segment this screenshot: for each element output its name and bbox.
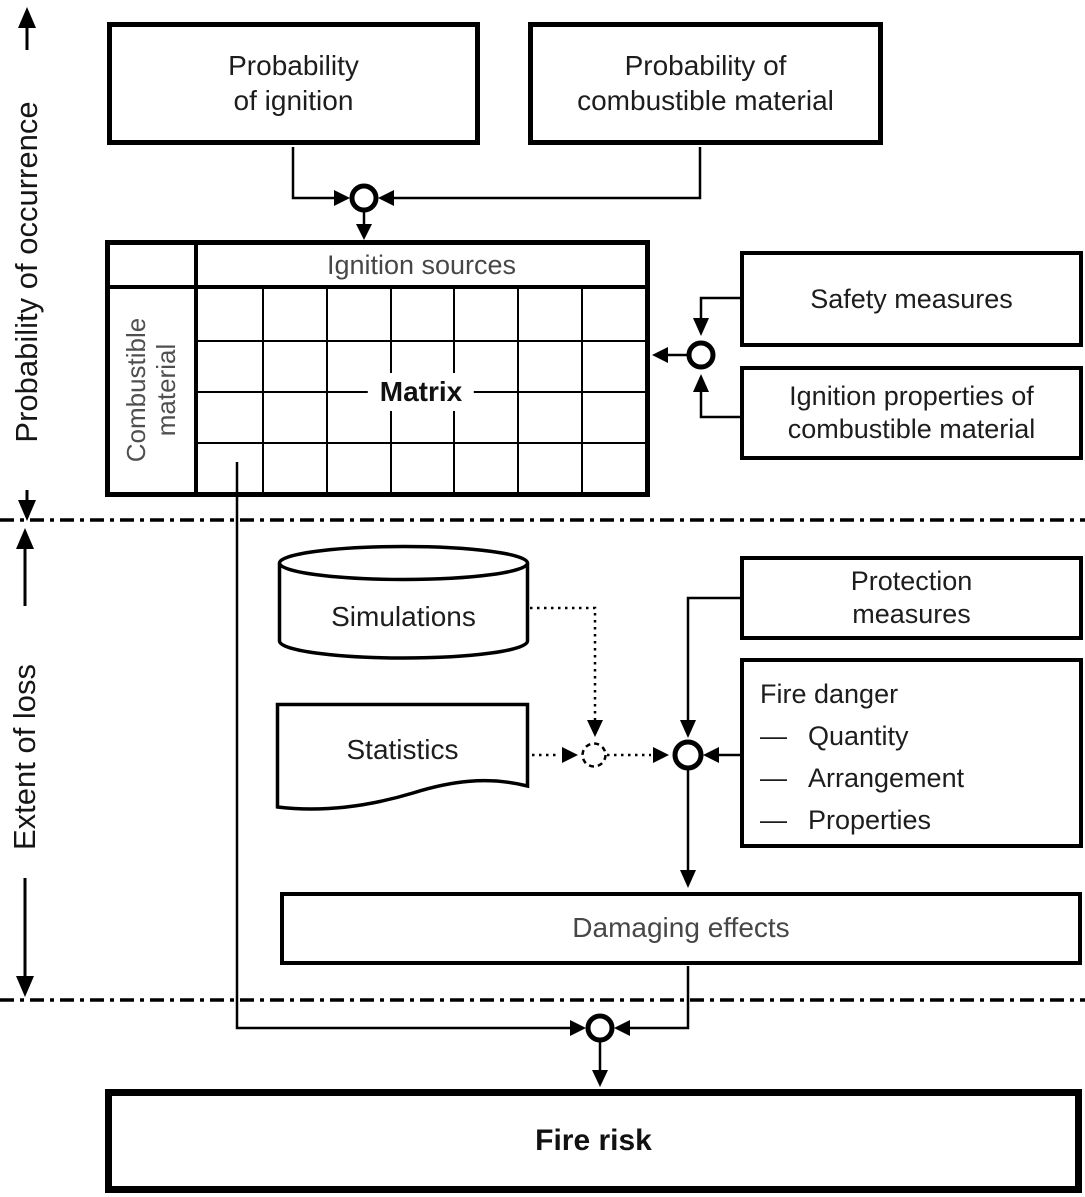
- box-probability-of-combustible-material-label: Probability of combustible material: [577, 50, 834, 116]
- merge-junction-safety: [652, 296, 740, 419]
- matrix-grid-vline: [262, 289, 264, 492]
- merge-junction-loss: [672, 596, 740, 888]
- matrix-grid-hline: [198, 340, 645, 342]
- junction-circle-icon: [349, 183, 379, 213]
- box-damaging-effects-label: Damaging effects: [572, 912, 790, 944]
- box-probability-of-combustible-material: Probability of combustible material: [528, 22, 883, 145]
- fire-danger-item-label: Arrangement: [808, 762, 965, 793]
- matrix-grid-hline: [198, 442, 645, 444]
- matrix-grid-vline: [326, 289, 328, 492]
- simulations-cylinder: Simulations: [277, 543, 530, 662]
- fire-danger-item: — Properties: [760, 804, 931, 837]
- dash-bullet: —: [760, 804, 787, 835]
- fire-danger-item: — Arrangement: [760, 762, 964, 795]
- box-protection-measures-label: Protection measures: [850, 566, 973, 629]
- fire-danger-item: — Quantity: [760, 720, 909, 753]
- junction-circle-icon: [585, 1013, 615, 1043]
- merge-junction-top: [291, 147, 702, 240]
- box-protection-measures: Protection measures: [740, 556, 1083, 640]
- matrix-row-header: Combustible material: [121, 317, 181, 463]
- fire-danger-item-label: Quantity: [808, 720, 909, 751]
- box-damaging-effects: Damaging effects: [280, 892, 1082, 965]
- junction-circle-icon: [686, 340, 716, 370]
- dotted-connectors: [530, 606, 651, 757]
- junction-circle-icon: [672, 739, 704, 771]
- statistics-label: Statistics: [346, 734, 459, 765]
- matrix-header-column-divider: [194, 245, 198, 492]
- box-ignition-properties-label: Ignition properties of combustible mater…: [787, 381, 1036, 444]
- merge-junction-bottom: [585, 966, 690, 1087]
- dash-bullet: —: [760, 762, 787, 793]
- matrix-header-row-divider: [110, 285, 645, 289]
- fire-danger-title: Fire danger: [760, 679, 899, 709]
- box-fire-danger: Fire danger — Quantity — Arrangement — P…: [740, 658, 1083, 848]
- axis-label-extent-of-loss: Extent of loss: [7, 663, 42, 851]
- box-ignition-properties: Ignition properties of combustible mater…: [740, 366, 1083, 460]
- matrix-grid-vline: [581, 289, 583, 492]
- axis-label-probability-of-occurrence: Probability of occurrence: [9, 101, 44, 443]
- matrix-column-header: Ignition sources: [326, 249, 517, 280]
- box-fire-risk-label: Fire risk: [535, 1123, 652, 1157]
- dash-bullet: —: [760, 720, 787, 751]
- box-fire-risk: Fire risk: [105, 1089, 1082, 1193]
- matrix-table: Ignition sources Combustible material Ma…: [105, 240, 650, 497]
- matrix-title: Matrix: [367, 373, 475, 411]
- matrix-grid-vline: [517, 289, 519, 492]
- box-safety-measures-label: Safety measures: [810, 283, 1013, 314]
- box-probability-of-ignition: Probability of ignition: [107, 22, 480, 145]
- junction-circle-dashed-icon: [581, 742, 607, 768]
- fire-danger-item-label: Properties: [808, 804, 932, 835]
- statistics-document: Statistics: [275, 702, 530, 817]
- box-probability-of-ignition-label: Probability of ignition: [228, 50, 359, 116]
- box-safety-measures: Safety measures: [740, 251, 1083, 347]
- dotted-connector-arrows: [562, 720, 669, 763]
- simulations-label: Simulations: [331, 601, 476, 632]
